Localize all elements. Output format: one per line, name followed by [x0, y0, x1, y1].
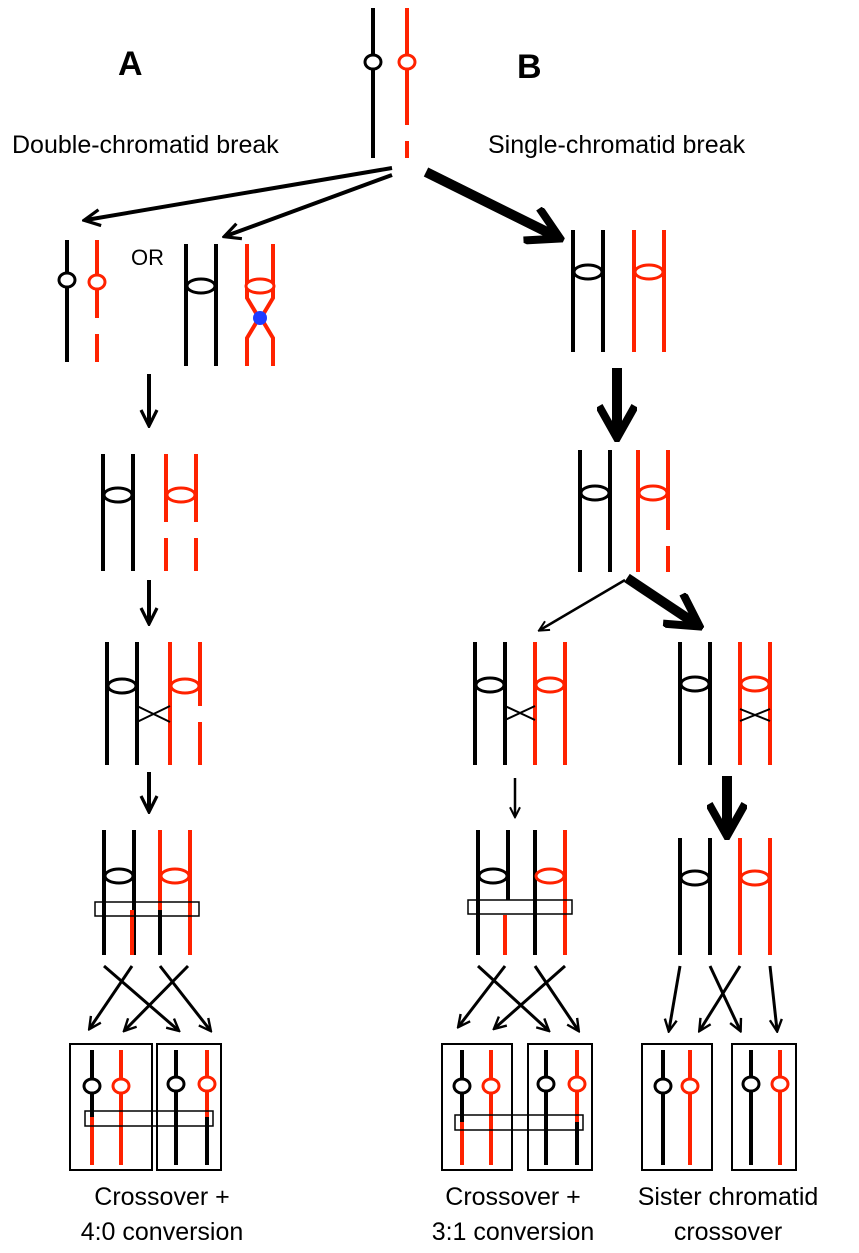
panel-a-label: A [118, 45, 143, 83]
b-right-segregation-arrows [669, 965, 777, 1030]
or-label: OR [131, 245, 164, 270]
conversion-box [94, 901, 200, 917]
b-row2 [571, 230, 666, 352]
a-row4 [105, 642, 202, 765]
panel-b-label: B [517, 48, 542, 86]
a-row3 [101, 454, 198, 571]
a-row2-option2 [184, 244, 276, 366]
a-row5 [94, 830, 200, 955]
outcome-3-line1: Sister chromatid [638, 1183, 819, 1211]
b-arrow-thin-split [540, 578, 626, 630]
outcome-1-line2: 4:0 conversion [81, 1218, 244, 1246]
b-row5-right [678, 838, 772, 955]
outcome-1-line1: Crossover + [94, 1183, 229, 1211]
outcome-3-products [641, 1043, 797, 1171]
blue-marker-dot [253, 311, 267, 325]
conversion-box [467, 899, 573, 915]
conversion-box [454, 1114, 584, 1131]
single-chromatid-break-label: Single-chromatid break [488, 131, 746, 159]
a-segregation-arrows [90, 964, 210, 1030]
b-row4-right [678, 642, 772, 765]
double-chromatid-break-label: Double-chromatid break [12, 131, 279, 159]
a-row2-option1 [57, 240, 107, 362]
b-row5-left [467, 830, 573, 955]
outcome-1-products [69, 1043, 222, 1171]
outcome-2-line1: Crossover + [445, 1183, 580, 1211]
b-arrow-thick-split [624, 573, 693, 622]
top-branch-arrows [86, 166, 553, 236]
conversion-box [84, 1110, 214, 1127]
outcome-2-line2: 3:1 conversion [432, 1218, 595, 1246]
b-row4-left [473, 642, 567, 765]
b-row3 [578, 450, 670, 572]
outcome-2-products [441, 1043, 593, 1171]
outcome-3-line2: crossover [674, 1218, 782, 1246]
b-left-segregation-arrows [459, 964, 578, 1030]
top-chromosome-pair [363, 8, 417, 158]
